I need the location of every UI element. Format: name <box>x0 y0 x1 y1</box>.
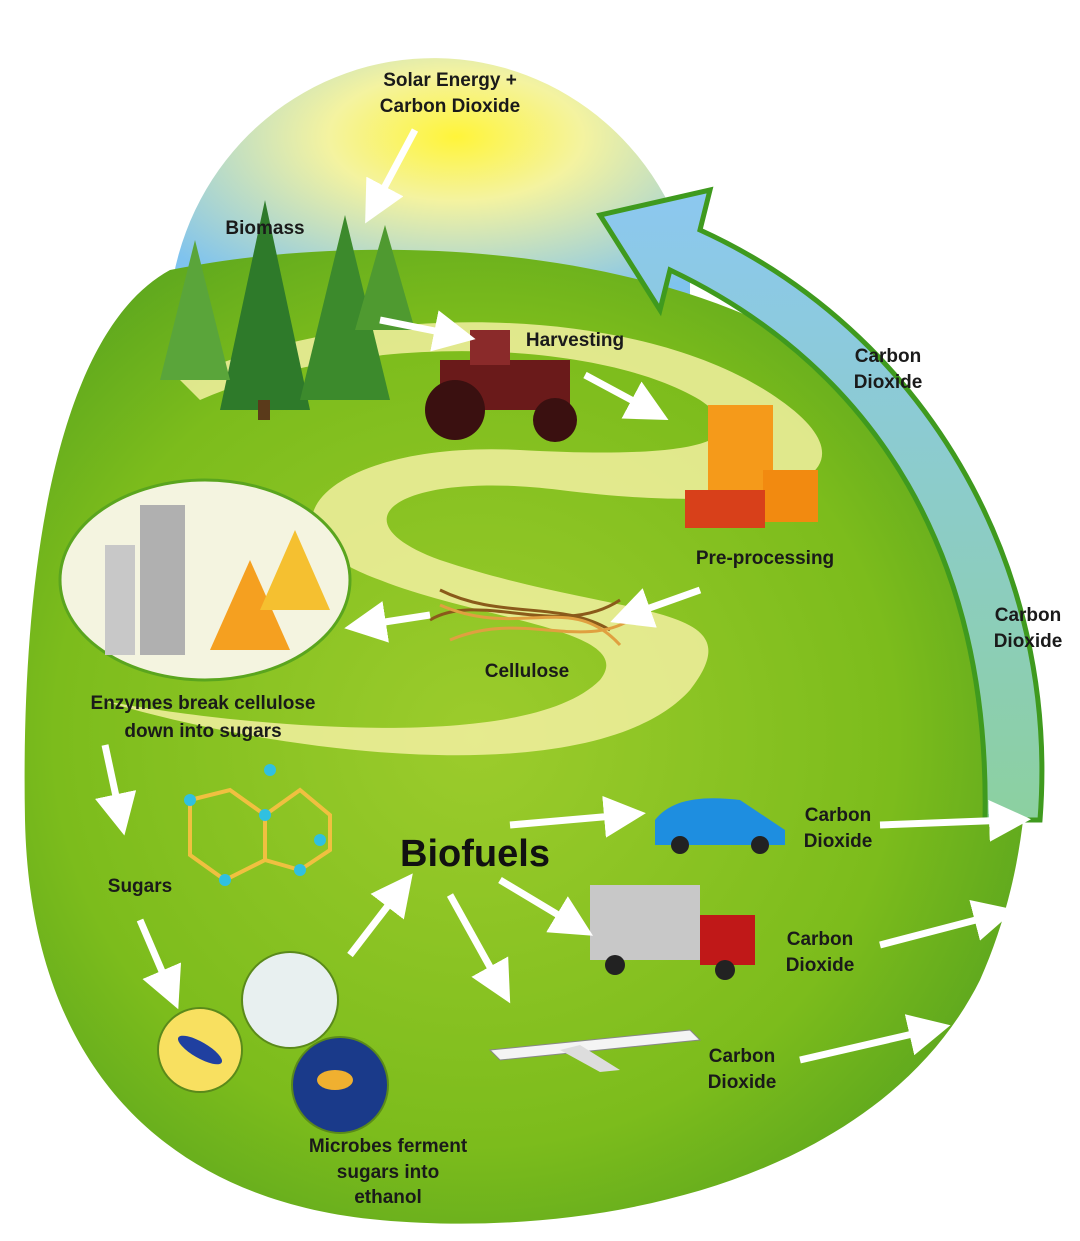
preprocessing-boxes-icon <box>685 405 818 528</box>
label-co2-car-2: Dioxide <box>804 831 873 852</box>
label-co2-top-1: Carbon <box>855 346 922 367</box>
label-harvesting: Harvesting <box>526 330 624 351</box>
label-co2-plane-1: Carbon <box>709 1046 776 1067</box>
trees-icon <box>160 200 415 420</box>
label-biomass: Biomass <box>225 218 304 239</box>
label-enzymes-1: Enzymes break cellulose <box>91 693 316 714</box>
label-co2-truck-2: Dioxide <box>786 955 855 976</box>
tractor-icon <box>425 330 577 442</box>
label-cellulose: Cellulose <box>485 661 569 682</box>
label-co2-truck-1: Carbon <box>787 929 854 950</box>
cellulose-fibers-icon <box>429 588 631 647</box>
truck-icon <box>590 885 755 980</box>
car-icon <box>655 798 785 854</box>
biorefinery-icon <box>58 478 352 682</box>
label-enzymes-2: down into sugars <box>124 721 281 742</box>
label-microbes-2: sugars into <box>337 1162 439 1183</box>
label-co2-right-1: Carbon <box>995 605 1062 626</box>
label-biofuels: Biofuels <box>400 833 550 875</box>
label-solar-energy: Solar Energy + <box>383 70 517 91</box>
label-co2-plane-2: Dioxide <box>708 1072 777 1093</box>
winding-road <box>100 322 823 756</box>
label-solar-co2: Carbon Dioxide <box>380 96 520 117</box>
co2-return-arc <box>595 186 1045 823</box>
label-sugars: Sugars <box>108 876 172 897</box>
label-preprocessing: Pre-processing <box>696 548 834 569</box>
flow-arrows <box>95 128 1031 1064</box>
label-co2-top-2: Dioxide <box>854 372 923 393</box>
label-co2-car-1: Carbon <box>805 805 872 826</box>
microbes-icon <box>157 951 389 1134</box>
plane-icon <box>488 1029 702 1072</box>
label-microbes-1: Microbes ferment <box>309 1136 468 1157</box>
label-microbes-3: ethanol <box>354 1187 422 1208</box>
label-co2-right-2: Dioxide <box>994 631 1063 652</box>
sugar-molecule-icon <box>184 764 332 886</box>
